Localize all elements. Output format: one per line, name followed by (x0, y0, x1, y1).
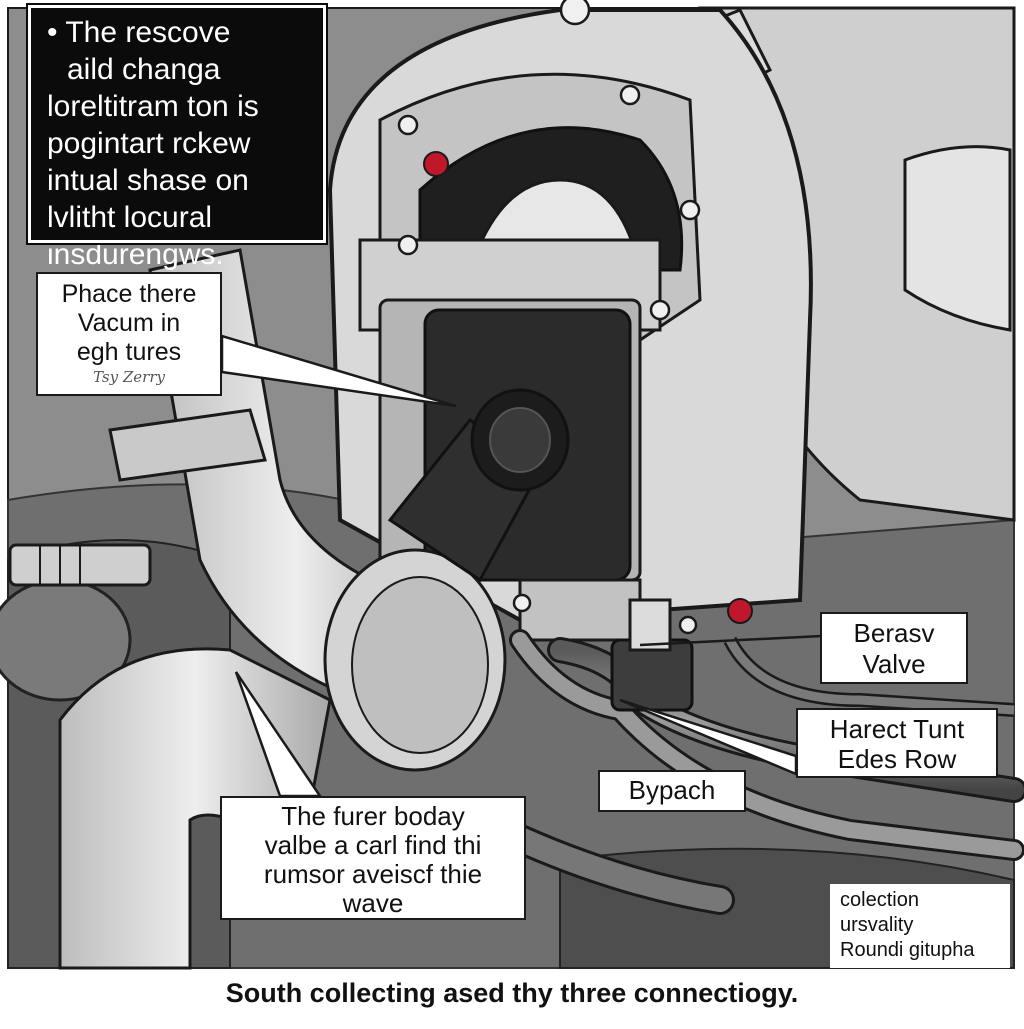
bypass-valve-line-1: Berasv (853, 618, 935, 648)
vacuum-line-1: Phace there (61, 280, 197, 308)
intro-line-3: loreltitram ton is (47, 90, 259, 123)
vacuum-signature: Tsy Zerry (93, 368, 165, 386)
housing-bolts (397, 0, 701, 635)
collection-line-1: colection (840, 889, 919, 911)
throttle-body-line-2: valbe a carl find thi (264, 830, 482, 860)
intro-line-5: intual shase on (47, 164, 249, 197)
intro-line-6: lvlitht locural (47, 201, 213, 234)
collection-line-2: ursvality (840, 914, 914, 936)
vacuum-line-3: egh tures (76, 338, 182, 366)
figure-caption: South collecting ased thy three connecti… (225, 978, 799, 1008)
tunt-callout: Harect Tunt Edes Row (796, 708, 998, 778)
bypass-valve-line-2: Valve (862, 649, 926, 679)
throttle-body-line-3: rumsor aveiscf thie (263, 859, 483, 889)
bypach-line-1: Bypach (628, 775, 716, 805)
vacuum-line-2: Vacum in (77, 309, 181, 337)
throttle-body-callout: The furer boday valbe a carl find thi ru… (220, 796, 526, 920)
bypass-valve-callout: Berasv Valve (820, 612, 968, 684)
collection-callout: colection ursvality Roundi gitupha (830, 884, 1010, 968)
throttle-body-line-4: wave (342, 888, 404, 918)
intro-callout: • The rescove aild changa loreltitram to… (26, 3, 328, 271)
bypach-callout: Bypach (598, 770, 746, 812)
marker-dot-valve (727, 598, 753, 624)
vacuum-callout: Phace there Vacum in egh tures Tsy Zerry (36, 272, 222, 396)
vacuum-hose-2 (512, 632, 1022, 858)
intro-line-4: pogintart rckew (47, 127, 251, 160)
throttle-body-line-1: The furer boday (281, 801, 465, 831)
collection-line-3: Roundi gitupha (840, 939, 975, 961)
intro-line-7: insdurengws. (47, 238, 224, 271)
vacuum-hose-3 (725, 637, 1015, 715)
tunt-line-2: Edes Row (837, 744, 957, 774)
intro-line-2: aild changa (67, 53, 221, 86)
marker-dot-top (423, 151, 449, 177)
tunt-line-1: Harect Tunt (829, 714, 965, 744)
intro-line-1: • The rescove (47, 16, 231, 49)
